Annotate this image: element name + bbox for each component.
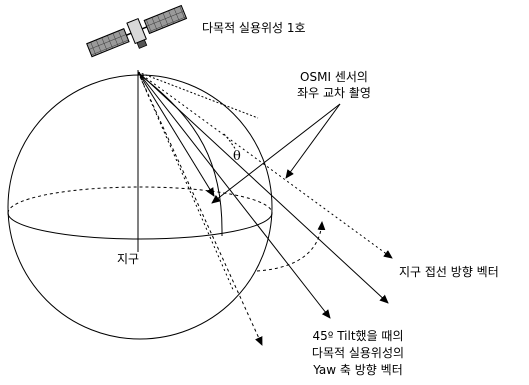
tilt-label-line1: 45º Tilt했을 때의 xyxy=(312,329,404,343)
osmi-right-view xyxy=(137,71,259,119)
satellite-label: 다목적 실용위성 1호 xyxy=(202,21,306,35)
solar-panel-right xyxy=(143,4,188,35)
earth-outline xyxy=(7,74,273,340)
earth-globe xyxy=(7,74,273,340)
yaw-axis-vector xyxy=(137,71,263,346)
satellite-icon xyxy=(86,4,188,58)
solar-panel-left xyxy=(86,28,130,58)
equator-front xyxy=(7,212,273,240)
theta-label: θ xyxy=(233,149,241,164)
ground-track-arc xyxy=(139,74,223,231)
dotted-vector-inner xyxy=(137,71,235,293)
theta-arc xyxy=(223,133,237,151)
osmi-callout-right xyxy=(285,103,341,179)
osmi-callout-left xyxy=(211,103,341,204)
tangent-vector xyxy=(137,71,389,304)
tilt-rotation-arc xyxy=(256,221,326,272)
tilt-label-line3: Yaw 축 방향 벡터 xyxy=(313,363,403,377)
osmi-label-line1: OSMI 센서의 xyxy=(300,70,368,84)
osmi-left-view xyxy=(137,71,215,197)
equator-back xyxy=(7,186,273,214)
osmi-label-line2: 좌우 교차 촬영 xyxy=(297,86,371,100)
earth-label: 지구 xyxy=(117,252,140,266)
projection-line xyxy=(137,71,331,319)
tilt-label-line2: 다목적 실용위성의 xyxy=(311,346,405,360)
tangent-vector-label: 지구 접선 방향 벡터 xyxy=(399,265,499,279)
